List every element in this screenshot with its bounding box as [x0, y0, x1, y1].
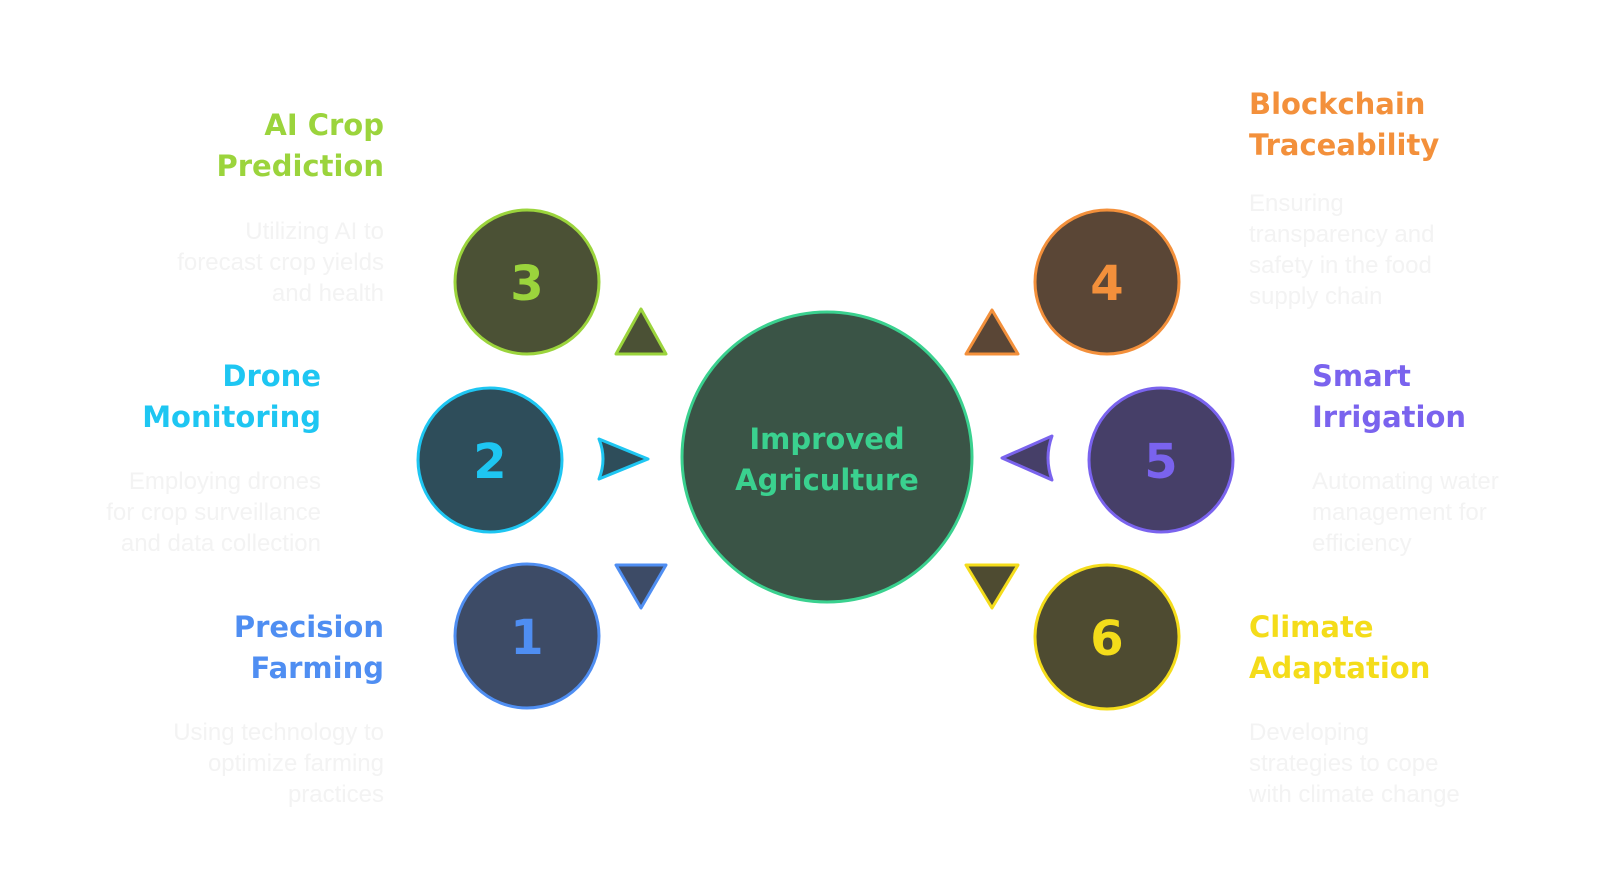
node-3-title: AI Crop Prediction: [216, 108, 385, 183]
arrow-4: [964, 308, 1020, 356]
arrow-1: [614, 563, 668, 610]
node-4: 4: [1033, 208, 1181, 356]
node-1-number: 1: [510, 610, 543, 666]
node-4-description: Ensuring transparency and safety in the …: [1249, 190, 1435, 310]
node-2-description: Employing drones for crop surveillance a…: [106, 468, 321, 557]
node-3-description: Utilizing AI to forecast crop yields and…: [177, 218, 384, 307]
node-5-title: Smart Irrigation: [1312, 359, 1467, 434]
node-3: 3: [453, 208, 601, 356]
node-6: 6: [1033, 563, 1181, 711]
node-5-description: Automating water management for efficien…: [1312, 468, 1499, 557]
node-1-description: Using technology to optimize farming pra…: [173, 719, 384, 808]
node-2-title: Drone Monitoring: [142, 359, 321, 434]
hub-node: Improved Agriculture: [680, 310, 974, 604]
node-4-title: Blockchain Traceability: [1249, 87, 1440, 162]
node-5-number: 5: [1144, 434, 1177, 490]
node-6-number: 6: [1090, 611, 1123, 667]
node-6-description: Developing strategies to cope with clima…: [1249, 719, 1460, 808]
arrow-3: [614, 307, 668, 356]
node-2-number: 2: [473, 434, 506, 490]
hub-label-line2: Agriculture: [735, 463, 919, 497]
arrow-2: [597, 437, 650, 481]
node-4-number: 4: [1090, 256, 1123, 312]
node-5: 5: [1087, 386, 1235, 534]
arrow-5: [1000, 434, 1054, 482]
node-6-title: Climate Adaptation: [1249, 610, 1431, 685]
node-1: 1: [453, 562, 601, 710]
node-3-number: 3: [510, 256, 543, 312]
node-2: 2: [416, 386, 564, 534]
hub-label-line1: Improved: [749, 422, 904, 456]
arrow-6: [964, 563, 1020, 610]
node-1-title: Precision Farming: [233, 610, 384, 685]
